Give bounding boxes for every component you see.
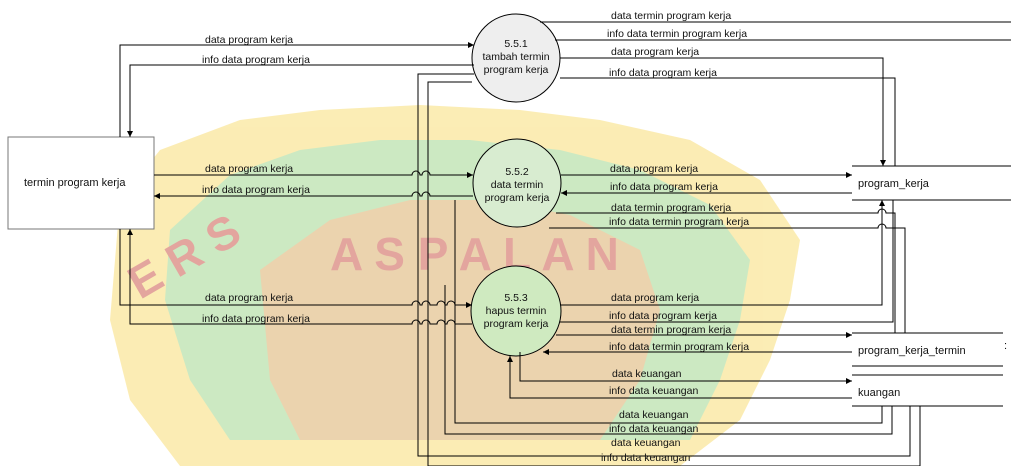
flow-label-e-p3-info: info data program kerja <box>202 313 310 325</box>
flow-line-p2-info-termin <box>549 223 906 333</box>
process-5-5-1-line2: program kerja <box>483 64 549 76</box>
entity-box <box>7 136 155 230</box>
flow-label-p3-info-termin: info data termin program kerja <box>609 341 750 353</box>
process-5-5-2-line2: program kerja <box>484 192 550 204</box>
flow-label-p2-info-termin: info data termin program kerja <box>609 216 750 228</box>
process-5-5-3-line1: hapus termin <box>485 305 547 317</box>
flow-line-loop-b <box>417 73 911 457</box>
flow-label-e-p1-info: info data program kerja <box>202 54 310 66</box>
process-5-5-1-line1: tambah termin <box>482 51 550 63</box>
flow-line-p1-data <box>560 57 884 166</box>
flow-line-e-p2-data <box>154 170 473 176</box>
flow-label-p2-data-termin: data termin program kerja <box>611 202 732 214</box>
svg-text:A S P A L A N: A S P A L A N <box>330 228 619 280</box>
flow-label-p2-info: info data program kerja <box>610 181 718 193</box>
flow-line-e-p3-info <box>129 229 472 325</box>
flow-line-loop-a <box>427 81 921 466</box>
flow-label-p1-top-data-termin: data termin program kerja <box>611 10 732 22</box>
flow-label-e-p2-info: info data program kerja <box>202 184 310 196</box>
flow-label-p3-data-termin: data termin program kerja <box>611 324 732 336</box>
flow-line-p3-data-keu <box>519 352 852 382</box>
process-5-5-1-id: 5.5.1 <box>504 38 528 50</box>
flow-label-p3-info: info data program kerja <box>609 310 717 322</box>
flow-line-p2-data-termin <box>556 208 896 333</box>
flow-label-e-p3-data: data program kerja <box>205 292 294 304</box>
flow-label-p1-data: data program kerja <box>611 46 700 58</box>
process-5-5-2-id: 5.5.2 <box>505 166 529 178</box>
flow-label-p1-info: info data program kerja <box>609 67 717 79</box>
store-kuangan-label: kuangan <box>858 387 901 399</box>
flow-line-e-p1-data <box>119 44 474 137</box>
flow-label-b2-info-keu: info data keuangan <box>601 452 691 464</box>
store-program-kerja-termin-label: program_kerja_termin <box>858 345 966 357</box>
process-5-5-3-id: 5.5.3 <box>504 292 528 304</box>
flow-label-p3-data: data program kerja <box>611 292 700 304</box>
flow-line-e-p3-data <box>119 229 472 306</box>
flow-line-b2 <box>444 285 893 435</box>
flow-label-e-p1-data: data program kerja <box>205 34 294 46</box>
flow-label-e-p2-data: data program kerja <box>205 163 294 175</box>
flow-line-e-p2-info <box>154 191 473 197</box>
flow-label-b2-data-keu: data keuangan <box>611 437 681 449</box>
flow-line-b1 <box>454 200 883 424</box>
flow-line-p1-info <box>560 77 896 166</box>
flow-line-e-p1-info <box>129 64 474 137</box>
flow-line-p3-data <box>561 200 883 306</box>
flow-label-b1-data-keu: data keuangan <box>619 409 689 421</box>
store-program-kerja-label: program_kerja <box>858 178 929 190</box>
process-5-5-2 <box>472 138 562 228</box>
flow-line-p3-info <box>560 200 894 323</box>
flow-label-b1-info-keu: info data keuangan <box>609 423 699 435</box>
store-mark: : <box>1004 340 1008 352</box>
process-5-5-3 <box>470 265 562 357</box>
flow-label-p3-data-keu: data keuangan <box>612 368 682 380</box>
process-5-5-3-line2: program kerja <box>483 318 549 330</box>
entity-label: termin program kerja <box>24 177 126 189</box>
flow-line-p3-info-keu <box>509 356 852 399</box>
flow-label-p3-info-keu: info data keuangan <box>609 385 699 397</box>
process-5-5-2-line1: data termin <box>490 179 544 191</box>
flow-label-p1-top-info-termin: info data termin program kerja <box>607 28 748 40</box>
flow-label-p2-data: data program kerja <box>610 163 699 175</box>
